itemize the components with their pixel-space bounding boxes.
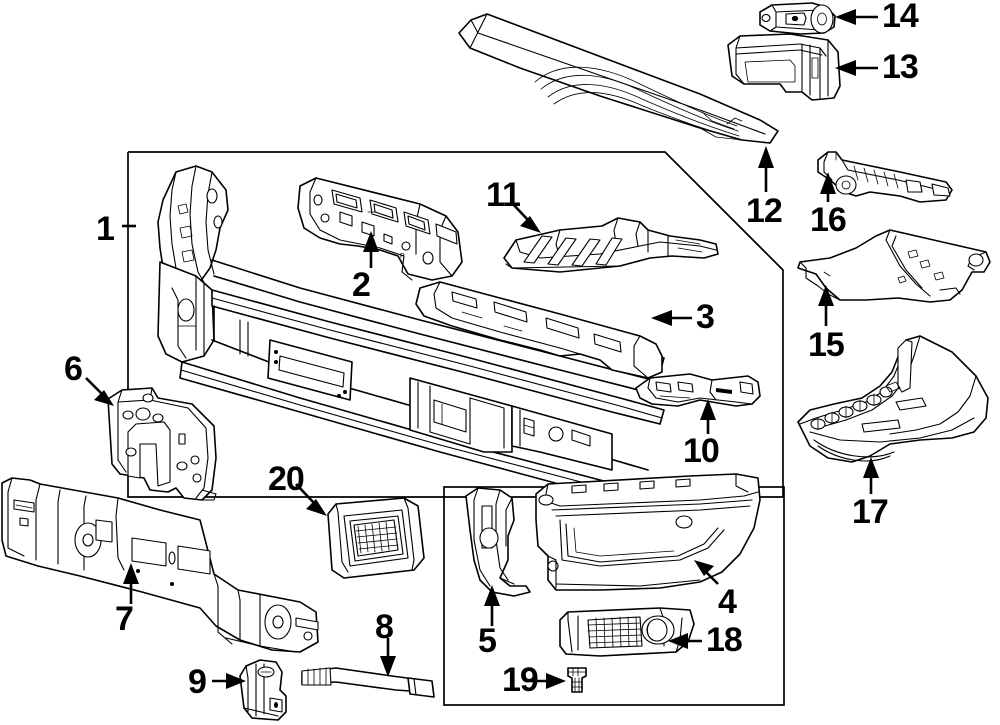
part-8-bolt-fastener <box>301 667 435 698</box>
part-13-corner-filler-panel <box>727 33 841 101</box>
callout-20[interactable]: 20 <box>268 460 305 498</box>
callout-19[interactable]: 19 <box>502 661 539 699</box>
callout-6[interactable]: 6 <box>64 350 83 388</box>
part-10-license-plate-bracket <box>635 373 761 407</box>
part-7-lower-reinforcement-panel <box>1 477 319 653</box>
part-15-inner-fender-liner <box>797 229 991 303</box>
part-2-upper-mounting-bracket: P <box>297 177 463 281</box>
callout-12[interactable]: 12 <box>746 192 783 230</box>
callout-13[interactable]: 13 <box>882 48 919 86</box>
callout-3[interactable]: 3 <box>696 298 715 336</box>
part-14-clip-retainer <box>759 2 836 35</box>
part-12-upper-valance-molding <box>458 13 779 144</box>
part-16-side-rail-bracket <box>817 151 953 203</box>
callout-9[interactable]: 9 <box>188 663 207 701</box>
callout-7[interactable]: 7 <box>115 600 134 638</box>
part-11-air-deflector-grille <box>503 217 719 273</box>
callout-leaders <box>85 9 879 689</box>
callout-2[interactable]: 2 <box>352 266 371 304</box>
callout-4[interactable]: 4 <box>718 583 737 621</box>
callout-1[interactable]: 1 <box>96 210 115 248</box>
callout-15[interactable]: 15 <box>808 326 845 364</box>
part-3-right-end-bracket <box>415 281 663 379</box>
svg-text:P: P <box>400 253 405 260</box>
part-9-tow-hook-bracket <box>239 659 287 721</box>
part-6-left-mounting-bracket <box>107 387 217 501</box>
part-20-mesh-grille-insert <box>327 497 425 579</box>
callout-11[interactable]: 11 <box>486 176 521 214</box>
callout-8[interactable]: 8 <box>375 608 394 646</box>
part-5-cover-side-support-bracket <box>465 487 531 597</box>
part-19-bezel-retainer-nut <box>567 667 587 693</box>
callout-5[interactable]: 5 <box>478 622 497 660</box>
part-17-wheelhouse-splash-shield <box>797 335 989 463</box>
callout-17[interactable]: 17 <box>852 493 889 531</box>
callout-10[interactable]: 10 <box>683 432 720 470</box>
callout-16[interactable]: 16 <box>810 201 847 239</box>
part-4-front-bumper-cover <box>535 473 761 591</box>
part-18-fog-lamp-bezel <box>559 607 695 657</box>
callout-14[interactable]: 14 <box>882 0 919 35</box>
callout-18[interactable]: 18 <box>706 621 743 659</box>
